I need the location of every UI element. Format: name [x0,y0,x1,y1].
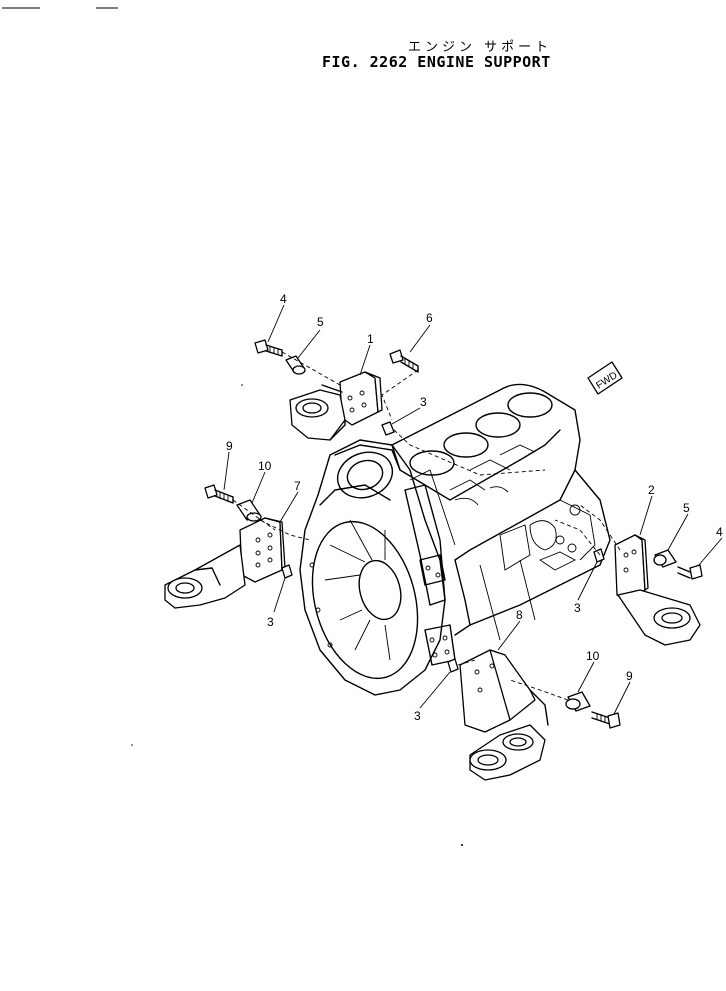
spacer-5-right [653,549,677,568]
callout-8: 8 [516,608,523,622]
dowel-pins-3 [281,421,605,673]
engine-mount-bracket-1 [289,371,383,441]
flywheel-housing [299,439,456,696]
callout-5-top: 5 [317,315,324,329]
callout-9-bottom: 9 [626,669,633,683]
callout-2: 2 [648,483,655,497]
bolt-4-top [254,339,283,357]
callout-10-left: 10 [258,459,272,473]
callout-10-bottom: 10 [586,649,600,663]
callout-labels: 4 5 1 6 3 9 10 7 3 2 5 4 3 8 10 9 3 [226,292,723,723]
engine-mount-bracket-7 [164,517,286,609]
callout-4-right: 4 [716,525,723,539]
callout-3-right: 3 [574,601,581,615]
callout-1: 1 [367,332,374,346]
callout-7: 7 [294,479,301,493]
callout-3-bottom: 3 [414,709,421,723]
callout-9-left: 9 [226,439,233,453]
callout-3-top: 3 [420,395,427,409]
figure-title: FIG. 2262 ENGINE SUPPORT [322,53,551,71]
bolt-9-bottom [591,711,621,729]
forward-direction-tag: FWD [587,361,623,395]
callout-3-left: 3 [267,615,274,629]
leader-lines [223,304,723,715]
assembly-lines [232,351,621,701]
engine-mount-bracket-8 [459,649,549,781]
japanese-title: エンジン サポート [408,40,553,55]
bolt-9-left [204,484,234,504]
spacer-5-top [285,355,306,375]
engine-mount-bracket-2 [614,534,701,646]
callout-5-right: 5 [683,501,690,515]
callout-4-top: 4 [280,292,287,306]
bolt-6 [389,349,419,373]
spacer-10-left [236,499,262,522]
callout-6: 6 [426,311,433,325]
spacer-10-bottom [565,691,591,712]
bolt-4-right [677,564,703,580]
